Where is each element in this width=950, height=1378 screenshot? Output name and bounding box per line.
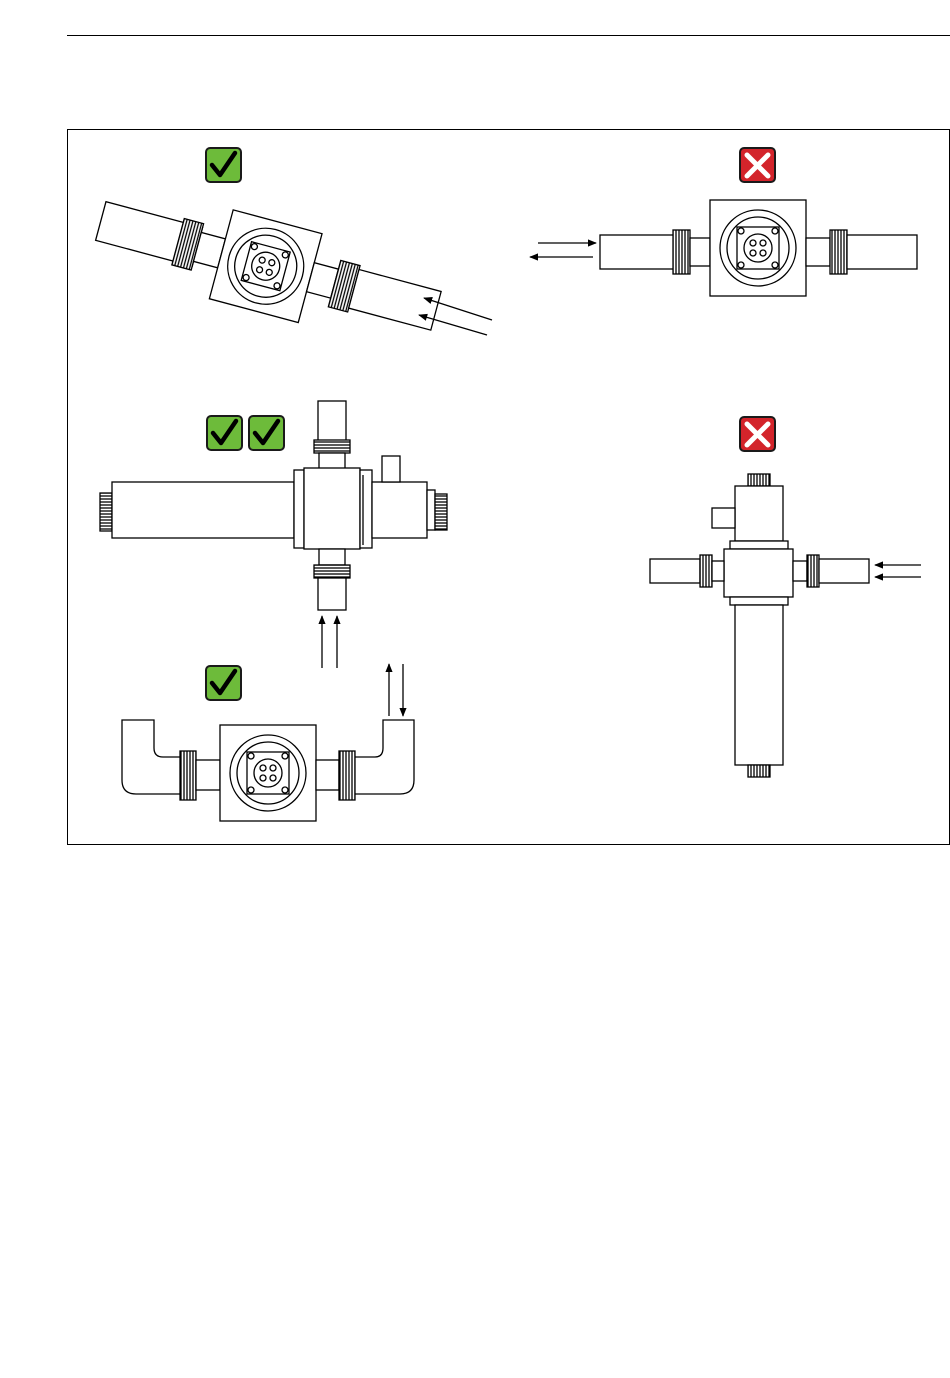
side-port [382, 456, 400, 482]
double-check-icon [207, 416, 284, 450]
outlet-pipe [318, 401, 346, 443]
end-thread [748, 474, 770, 486]
pipe-nut [314, 440, 350, 453]
inlet-pipe [650, 559, 700, 583]
horizontal-sensor-assembly [600, 200, 917, 296]
outlet-pipe [847, 235, 917, 269]
flow-arrows [530, 243, 596, 257]
pipe-nut [339, 751, 355, 800]
flow-arrows [875, 565, 921, 577]
end-thread [100, 493, 112, 531]
vertical-sensor-assembly [650, 474, 869, 777]
outlet-pipe [819, 559, 869, 583]
cylinder [112, 482, 294, 538]
u-bend-sensor [180, 725, 355, 821]
side-port [712, 508, 735, 528]
flow-arrows [389, 664, 403, 716]
pipe-nut [700, 555, 712, 587]
cross-icon [740, 417, 775, 451]
check-icon [206, 148, 241, 182]
outlet-pipe [349, 269, 441, 330]
end-thread [748, 765, 770, 777]
inlet-pipe [318, 578, 346, 610]
inlet-pipe [600, 235, 675, 269]
sensor-body [724, 549, 793, 597]
pipe-nut [830, 230, 847, 274]
pipe-nut [314, 565, 350, 578]
flow-arrows [322, 616, 337, 668]
u-bend-pipe-left [122, 720, 180, 794]
end-thread [435, 494, 447, 530]
sensor-head [735, 486, 783, 541]
sensor-head [372, 482, 427, 538]
pipe-nut [807, 555, 819, 587]
pipe-nut [180, 751, 196, 800]
tilted-sensor-assembly [89, 178, 448, 357]
cross-icon [740, 148, 775, 182]
sensor-body [304, 468, 360, 549]
cylinder [735, 605, 783, 765]
u-bend-pipe-right [355, 720, 414, 794]
pipe-nut [673, 230, 690, 274]
check-icon [206, 666, 241, 700]
